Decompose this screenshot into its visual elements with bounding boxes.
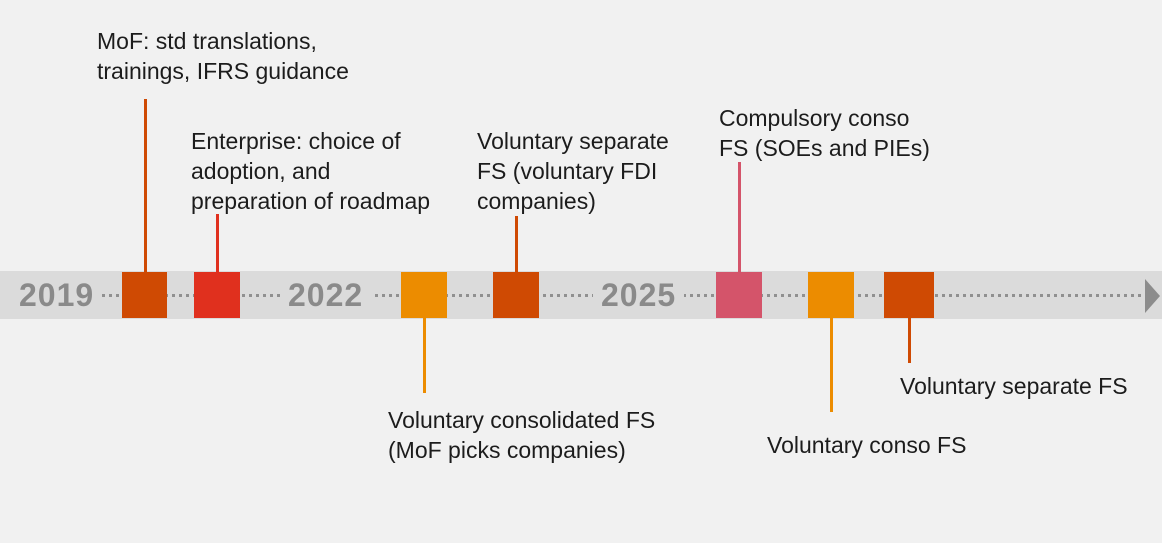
timeline-marker-enterprise <box>194 272 240 318</box>
connector-line-voluntary-separate-fdi <box>515 216 518 272</box>
label-line: Voluntary conso FS <box>767 432 967 458</box>
milestone-label-compulsory-conso: Compulsory conso FS (SOEs and PIEs) <box>719 103 930 163</box>
label-line: (MoF picks companies) <box>388 437 626 463</box>
label-line: trainings, IFRS guidance <box>97 58 349 84</box>
timeline-marker-voluntary-separate-fdi <box>493 272 539 318</box>
milestone-label-voluntary-separate-fdi: Voluntary separate FS (voluntary FDI com… <box>477 126 669 216</box>
connector-line-enterprise <box>216 214 219 272</box>
milestone-label-voluntary-conso: Voluntary conso FS <box>767 430 966 460</box>
connector-line-voluntary-conso-mof <box>423 318 426 393</box>
connector-line-voluntary-separate <box>908 318 911 363</box>
milestone-label-voluntary-conso-mof: Voluntary consolidated FS (MoF picks com… <box>388 405 655 465</box>
timeline-marker-voluntary-conso <box>808 272 854 318</box>
label-line: FS (voluntary FDI <box>477 158 658 184</box>
label-line: Enterprise: choice of <box>191 128 401 154</box>
label-line: companies) <box>477 188 596 214</box>
timeline-marker-voluntary-separate <box>884 272 934 318</box>
label-line: Voluntary separate <box>477 128 669 154</box>
year-label-2022: 2022 <box>280 271 372 319</box>
milestone-label-voluntary-separate: Voluntary separate FS <box>900 371 1128 401</box>
milestone-label-mof: MoF: std translations, trainings, IFRS g… <box>97 26 349 86</box>
arrow-right-icon <box>1145 279 1160 313</box>
label-line: MoF: std translations, <box>97 28 317 54</box>
label-line: Compulsory conso <box>719 105 910 131</box>
connector-line-compulsory-conso <box>738 162 741 272</box>
label-line: Voluntary consolidated FS <box>388 407 656 433</box>
label-line: Voluntary separate FS <box>900 373 1128 399</box>
milestone-label-enterprise: Enterprise: choice of adoption, and prep… <box>191 126 430 216</box>
label-line: preparation of roadmap <box>191 188 431 214</box>
year-label-2019: 2019 <box>11 271 103 319</box>
timeline-marker-voluntary-conso-mof <box>401 272 447 318</box>
year-label-2025: 2025 <box>593 271 685 319</box>
connector-line-mof <box>144 99 147 272</box>
label-line: adoption, and <box>191 158 331 184</box>
timeline-marker-mof <box>122 272 167 318</box>
timeline-marker-compulsory-conso <box>716 272 762 318</box>
label-line: FS (SOEs and PIEs) <box>719 135 930 161</box>
connector-line-voluntary-conso <box>830 318 833 412</box>
